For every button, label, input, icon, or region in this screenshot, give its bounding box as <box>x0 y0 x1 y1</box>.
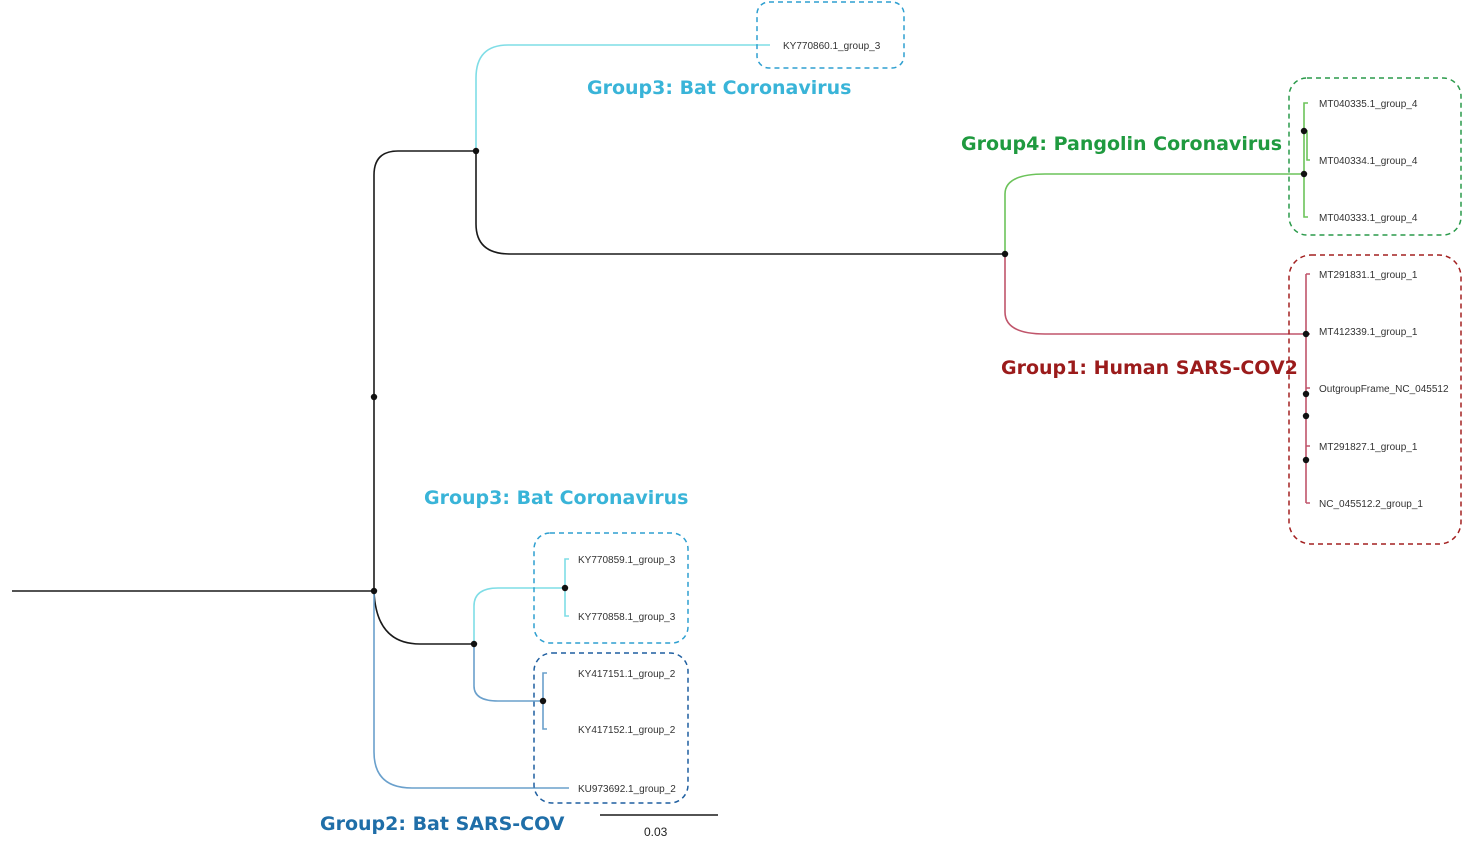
group3-top-title: Group3: Bat Coronavirus <box>587 77 851 99</box>
group3-bottom-title: Group3: Bat Coronavirus <box>424 487 688 509</box>
group1-box <box>1288 254 1462 545</box>
tree-node <box>472 147 480 155</box>
group3-top-box <box>756 1 905 69</box>
group4-box <box>1288 77 1462 236</box>
tree-node <box>1302 390 1310 398</box>
group2-outer-branch <box>373 591 569 789</box>
scale-bar-label: 0.03 <box>644 825 668 839</box>
tree-node <box>470 640 478 648</box>
leaf-label: MT040333.1_group_4 <box>1319 213 1418 224</box>
group2-box <box>533 652 689 804</box>
leaf-label: MT291827.1_group_1 <box>1319 442 1418 453</box>
node-lower-branch <box>373 590 474 645</box>
leaf-label: MT291831.1_group_1 <box>1319 270 1418 281</box>
group4-branch <box>1004 173 1304 254</box>
tree-node <box>370 393 378 401</box>
leaf-label: MT040335.1_group_4 <box>1319 99 1418 110</box>
group2-inner-subtree <box>542 672 547 730</box>
leaf-label: KY770859.1_group_3 <box>578 555 676 566</box>
tree-node <box>539 697 547 705</box>
leaf-label: MT040334.1_group_4 <box>1319 156 1418 167</box>
long-branch-to-group1-4 <box>475 151 1005 255</box>
leaf-label: OutgroupFrame_NC_045512 <box>1319 384 1449 395</box>
group1-title: Group1: Human SARS-COV2 <box>1001 357 1298 379</box>
tree-node <box>1302 330 1310 338</box>
group3-bottom-box <box>533 532 689 644</box>
group3-top-branch <box>475 44 770 151</box>
leaf-label: KU973692.1_group_2 <box>578 784 676 795</box>
leaf-label: KY770858.1_group_3 <box>578 612 676 623</box>
group2-inner-branch <box>473 644 543 702</box>
group1-subtree <box>1305 273 1310 504</box>
group4-subtree <box>1303 102 1310 218</box>
group1-branch <box>1004 254 1306 335</box>
group4-title: Group4: Pangolin Coronavirus <box>961 133 1282 155</box>
tree-node <box>1001 250 1009 258</box>
leaf-label: NC_045512.2_group_1 <box>1319 499 1423 510</box>
tree-node <box>1302 412 1310 420</box>
tree-node <box>561 584 569 592</box>
leaf-label: MT412339.1_group_1 <box>1319 327 1418 338</box>
main-node-vertical <box>373 150 476 591</box>
tree-node <box>1300 127 1308 135</box>
tree-node <box>1300 170 1308 178</box>
leaf-label: KY417152.1_group_2 <box>578 725 676 736</box>
group2-title: Group2: Bat SARS-COV <box>320 813 565 835</box>
group3-bottom-branch <box>473 587 565 644</box>
tree-node <box>370 587 378 595</box>
tree-node <box>1302 456 1310 464</box>
leaf-label: KY770860.1_group_3 <box>783 41 881 52</box>
leaf-label: KY417151.1_group_2 <box>578 669 676 680</box>
group3-bottom-subtree <box>564 558 569 617</box>
